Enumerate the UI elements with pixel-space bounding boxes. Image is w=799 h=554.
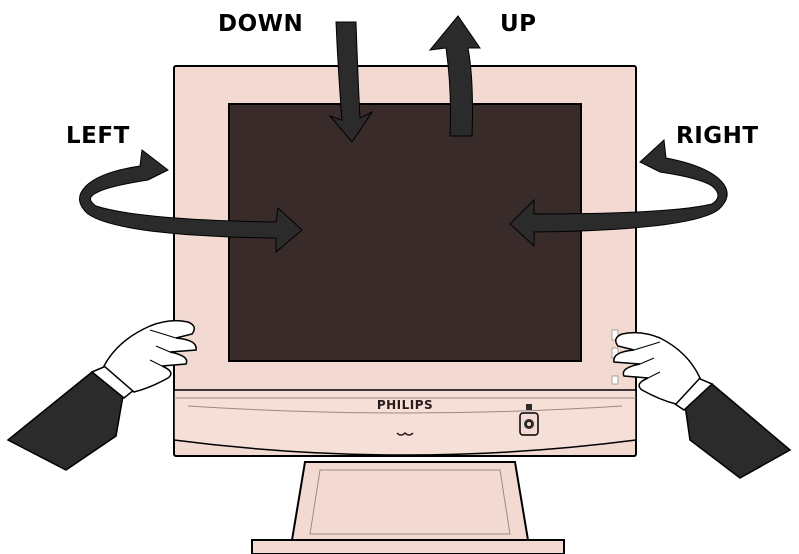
power-button-icon[interactable] (519, 404, 539, 436)
side-control[interactable] (611, 329, 619, 341)
monitor-stand (251, 461, 565, 554)
label-left: LEFT (66, 123, 130, 149)
down-arrow-icon (328, 21, 374, 143)
left-tilt-arrow-icon (79, 149, 303, 254)
label-right: RIGHT (676, 123, 759, 149)
logo-icon (396, 431, 414, 436)
side-control[interactable] (611, 375, 619, 385)
right-tilt-arrow-icon (509, 138, 728, 248)
hand-icon (613, 331, 792, 479)
brand-logo: PHILIPS (377, 398, 433, 412)
label-down: DOWN (218, 11, 303, 37)
label-up: UP (500, 11, 537, 37)
hand-icon (6, 319, 197, 471)
up-arrow-icon (428, 15, 481, 137)
